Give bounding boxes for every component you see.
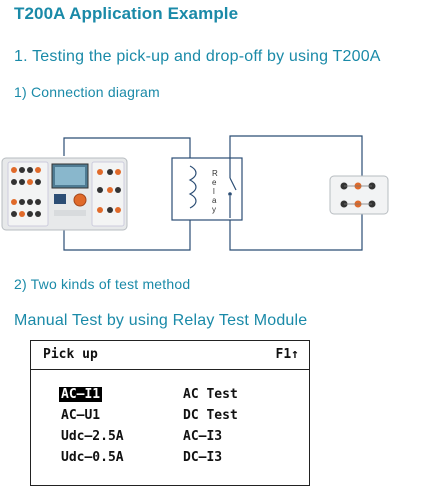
menu-item-dc-i3[interactable]: DC–I3	[183, 450, 223, 465]
relay-letter-3: l	[213, 187, 215, 196]
t200a-device-image	[1, 157, 128, 231]
relay-letter-4: a	[212, 196, 217, 205]
relay-symbol: R e l a y	[171, 150, 243, 221]
menu-item-ac-i3[interactable]: AC–I3	[183, 429, 223, 444]
connection-diagram: R e l a y	[1, 135, 389, 251]
menu-item-ac-i1[interactable]: AC–I1	[59, 387, 103, 402]
terminal-row-top	[11, 167, 41, 185]
page-title: T200A Application Example	[14, 4, 239, 23]
lcd-title: Pick up	[43, 347, 98, 362]
relay-letter-5: y	[212, 205, 216, 214]
relay-letter-2: e	[212, 178, 217, 187]
relay-coil	[188, 165, 197, 209]
menu-item-ac-test[interactable]: AC Test	[183, 387, 238, 402]
section-heading-testing: 1. Testing the pick-up and drop-off by u…	[14, 48, 381, 65]
lcd-header: Pick up F1↑	[31, 341, 309, 370]
relay-letter-1: R	[212, 169, 218, 178]
menu-item-dc-test[interactable]: DC Test	[183, 408, 238, 423]
terminal-row-bottom	[11, 199, 41, 217]
relay-test-module-image	[329, 175, 389, 215]
lcd-page-indicator: F1↑	[275, 347, 299, 362]
subheading-test-methods: 2) Two kinds of test method	[14, 276, 191, 292]
wiring	[63, 135, 363, 251]
lcd-menu-screen: Pick up F1↑ AC–I1 AC–U1 Udc–2.5A Udc–0.5…	[30, 340, 310, 486]
subheading-connection-diagram: 1) Connection diagram	[14, 84, 160, 100]
menu-item-ac-u1[interactable]: AC–U1	[61, 408, 101, 423]
menu-item-udc-2-5a[interactable]: Udc–2.5A	[61, 429, 124, 444]
section-heading-manual-test: Manual Test by using Relay Test Module	[14, 312, 308, 329]
menu-item-udc-0-5a[interactable]: Udc–0.5A	[61, 450, 124, 465]
